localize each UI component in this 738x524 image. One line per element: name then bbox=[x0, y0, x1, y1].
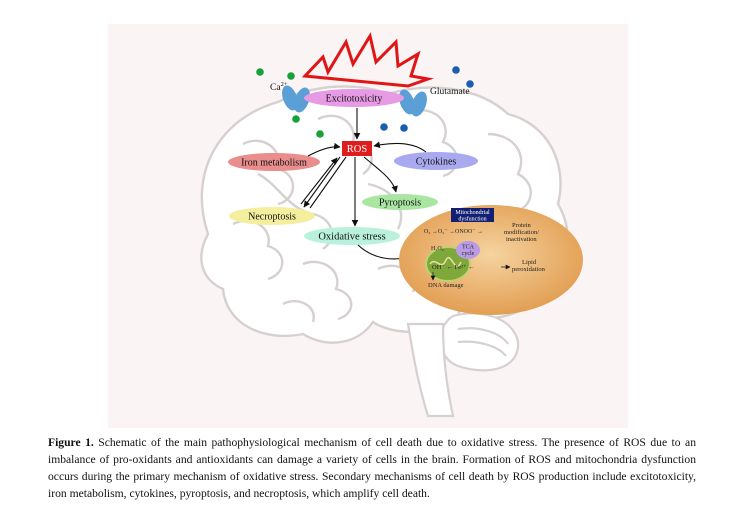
calcium-label: Ca2+ bbox=[270, 81, 288, 93]
excitotoxicity-node bbox=[304, 89, 404, 107]
iron-metabolism-label: Iron metabolism bbox=[241, 158, 307, 169]
cytokines-label: Cytokines bbox=[416, 157, 457, 168]
figure-caption-label: Figure 1. bbox=[48, 436, 94, 449]
mito-superoxide-chain: O₂ →O₂⁻ →ONOO⁻ → bbox=[424, 229, 483, 235]
glutamate-channel-icon bbox=[399, 89, 427, 117]
iron-metabolism-node bbox=[228, 153, 320, 171]
oxidative-stress-label: Oxidative stress bbox=[318, 232, 385, 243]
mito-title-line-2: dysfunction bbox=[458, 216, 486, 223]
necroptosis-label: Necroptosis bbox=[248, 212, 296, 223]
tca-cycle-line-2: cycle bbox=[462, 251, 475, 257]
figure-caption: Figure 1. Schematic of the main pathophy… bbox=[48, 434, 696, 502]
protein-modification-line-3: inactivation bbox=[506, 236, 537, 243]
protein-modification-line-1: Protein bbox=[512, 222, 532, 229]
ros-box bbox=[342, 141, 372, 156]
lipid-peroxidation-line-1: Lipid bbox=[522, 259, 537, 266]
cerebellum bbox=[439, 312, 520, 372]
tca-cycle-line-1: TCA bbox=[462, 245, 475, 251]
lipid-peroxidation-line-2: peroxidation bbox=[512, 266, 546, 273]
calcium-channel-icon bbox=[282, 85, 310, 113]
hydroxyl-chain: OH⁻ ← Fe²⁺ ← bbox=[432, 264, 475, 271]
calcium-ions bbox=[256, 68, 324, 138]
brain-stem bbox=[406, 322, 455, 418]
glutamate-ions bbox=[380, 66, 474, 132]
excitotoxicity-label: Excitotoxicity bbox=[326, 94, 383, 105]
h2o2-label: H₂O₂ bbox=[431, 246, 444, 252]
figure-caption-text: Schematic of the main pathophysiological… bbox=[48, 436, 696, 500]
mitochondrial-dysfunction-panel: Mitochondrial dysfunction O₂ →O₂⁻ →ONOO⁻… bbox=[399, 205, 583, 315]
necroptosis-node bbox=[229, 207, 315, 225]
explosion-icon bbox=[301, 32, 434, 88]
pyroptosis-label: Pyroptosis bbox=[379, 198, 421, 209]
dna-damage-label: DNA damage bbox=[428, 282, 464, 289]
ros-label: ROS bbox=[347, 144, 368, 155]
oxidative-stress-node bbox=[304, 227, 400, 245]
mitochondrial-dysfunction-box bbox=[451, 208, 494, 222]
mito-title-line-1: Mitochondrial bbox=[455, 210, 490, 216]
cytokines-node bbox=[394, 152, 478, 170]
pyroptosis-node bbox=[362, 194, 438, 210]
glutamate-label: Glutamate bbox=[430, 87, 470, 97]
figure-illustration: Ca2+ Glutamate Excitotoxicity ROS Iron m… bbox=[200, 32, 583, 418]
protein-modification-line-2: modification/ bbox=[504, 229, 539, 236]
